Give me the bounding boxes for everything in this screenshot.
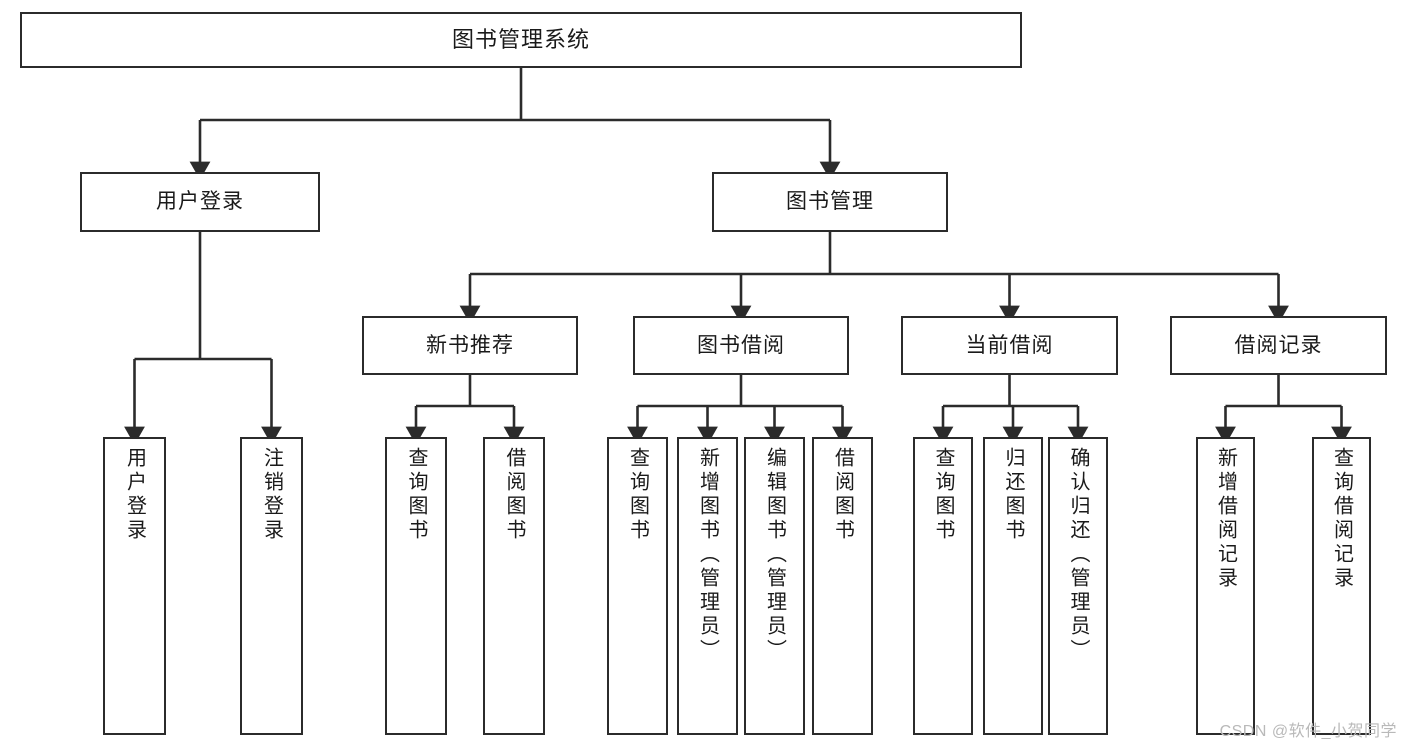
node-leaf-rec-2[interactable]: 查询借阅记录 [1312,437,1371,735]
node-label: 借阅图书 [831,447,854,543]
node-label: 借阅图书 [503,447,525,543]
node-label: 编辑图书（管理员） [763,447,786,663]
node-label: 查询图书 [932,447,954,543]
node-leaf-new-2[interactable]: 借阅图书 [483,437,545,735]
node-label: 图书借阅 [697,333,785,357]
node-label: 当前借阅 [965,333,1054,357]
node-leaf-rec-1[interactable]: 新增借阅记录 [1196,437,1255,735]
node-leaf-borrow-2[interactable]: 新增图书（管理员） [677,437,738,735]
node-label: 新增借阅记录 [1214,447,1237,591]
node-leaf-cur-1[interactable]: 查询图书 [913,437,973,735]
node-label: 图书管理系统 [451,26,590,52]
node-leaf-cur-3[interactable]: 确认归还（管理员） [1048,437,1108,735]
node-leaf-new-1[interactable]: 查询图书 [385,437,447,735]
node-label: 归还图书 [1002,447,1024,543]
node-label: 图书管理 [786,190,874,214]
csdn-watermark: CSDN @软件_小贺同学 [1219,723,1397,740]
node-newbook[interactable]: 新书推荐 [362,316,578,375]
node-label: 用户登录 [123,447,146,543]
node-label: 用户登录 [156,190,244,214]
node-bookmgmt[interactable]: 图书管理 [712,172,948,232]
node-label: 查询图书 [626,447,649,543]
node-label: 注销登录 [260,447,283,543]
node-leaf-borrow-3[interactable]: 编辑图书（管理员） [744,437,805,735]
node-borrow[interactable]: 图书借阅 [633,316,849,375]
node-leaf-borrow-4[interactable]: 借阅图书 [812,437,873,735]
node-current[interactable]: 当前借阅 [901,316,1118,375]
node-label: 确认归还（管理员） [1067,447,1089,663]
node-label: 新书推荐 [426,333,514,357]
node-leaf-borrow-1[interactable]: 查询图书 [607,437,668,735]
node-records[interactable]: 借阅记录 [1170,316,1387,375]
node-label: 新增图书（管理员） [696,447,719,663]
node-leaf-login-1[interactable]: 用户登录 [103,437,166,735]
node-leaf-cur-2[interactable]: 归还图书 [983,437,1043,735]
node-leaf-login-2[interactable]: 注销登录 [240,437,303,735]
node-root[interactable]: 图书管理系统 [20,12,1022,68]
node-login[interactable]: 用户登录 [80,172,320,232]
node-label: 查询借阅记录 [1330,447,1353,591]
node-label: 查询图书 [405,447,427,543]
node-label: 借阅记录 [1234,333,1323,357]
